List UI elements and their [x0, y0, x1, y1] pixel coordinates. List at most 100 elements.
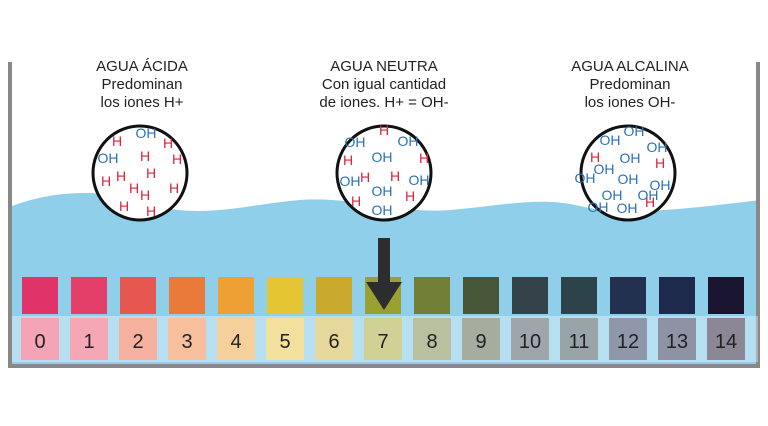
oh-ion-label: OH — [372, 183, 393, 199]
h-ion-label: H — [146, 203, 156, 219]
h-ion-label: H — [360, 169, 370, 185]
h-ion-label: H — [343, 152, 353, 168]
ph-strip-13 — [659, 277, 695, 314]
alkaline-title: AGUA ALCALINA — [571, 58, 689, 75]
ph-strip-11 — [561, 277, 597, 314]
ph-cell-13 — [658, 318, 696, 360]
neutral-line2: Con igual cantidad — [321, 76, 447, 93]
oh-ion-label: OH — [372, 202, 393, 218]
h-ion-label: H — [140, 187, 150, 203]
ph-label-1: 1 — [83, 331, 94, 353]
h-ion-label: H — [419, 150, 429, 166]
ph-cell-9 — [462, 318, 500, 360]
ph-strip-0 — [22, 277, 58, 314]
oh-ion-label: OH — [638, 187, 659, 203]
oh-ion-label: OH — [624, 123, 645, 139]
ph-strip-9 — [463, 277, 499, 314]
ph-label-13: 13 — [666, 331, 688, 353]
ph-strip-2 — [120, 277, 156, 314]
ph-strip-12 — [610, 277, 646, 314]
h-ion-label: H — [169, 180, 179, 196]
ph-cell-8 — [413, 318, 451, 360]
indicator-arrow — [366, 238, 402, 310]
ph-cell-5 — [266, 318, 304, 360]
h-ion-label: H — [379, 122, 389, 138]
h-ion-label: H — [112, 133, 122, 149]
neutral-ion-circle — [335, 124, 433, 222]
ph-strip-10 — [512, 277, 548, 314]
ph-cell-10 — [511, 318, 549, 360]
ph-label-6: 6 — [328, 331, 339, 353]
acid-ion-circle — [91, 124, 189, 222]
alkaline-line3: los iones OH- — [584, 94, 676, 111]
ph-label-3: 3 — [181, 331, 192, 353]
ph-cell-4 — [217, 318, 255, 360]
neutral-line3: de iones. H+ = OH- — [319, 94, 449, 111]
oh-ion-label: OH — [588, 199, 609, 215]
header-alkaline: AGUA ALCALINA Predominan los iones OH- — [530, 58, 730, 112]
ph-label-9: 9 — [475, 331, 486, 353]
ph-cell-14 — [707, 318, 745, 360]
ph-label-4: 4 — [230, 331, 241, 353]
h-ion-label: H — [140, 148, 150, 164]
ph-strip-1 — [71, 277, 107, 314]
ph-strip-8 — [414, 277, 450, 314]
ph-cell-6 — [315, 318, 353, 360]
ph-cell-12 — [609, 318, 647, 360]
ph-label-10: 10 — [519, 331, 541, 353]
ph-label-7: 7 — [377, 331, 388, 353]
ph-strip-6 — [316, 277, 352, 314]
h-ion-label: H — [146, 165, 156, 181]
ph-cell-1 — [70, 318, 108, 360]
h-ion-label: H — [116, 168, 126, 184]
neutral-title: AGUA NEUTRA — [330, 58, 438, 75]
ph-strip-4 — [218, 277, 254, 314]
ph-label-0: 0 — [34, 331, 45, 353]
h-ion-label: H — [655, 155, 665, 171]
acid-line3: los iones H+ — [100, 94, 184, 111]
h-ion-label: H — [119, 198, 129, 214]
oh-ion-label: OH — [340, 173, 361, 189]
oh-ion-label: OH — [345, 134, 366, 150]
h-ion-label: H — [351, 193, 361, 209]
ph-label-5: 5 — [279, 331, 290, 353]
ph-color-strips — [22, 277, 744, 314]
ph-cell-0 — [21, 318, 59, 360]
acid-title: AGUA ÁCIDA — [96, 58, 188, 75]
h-ion-label: H — [405, 188, 415, 204]
h-ion-label: H — [129, 180, 139, 196]
oh-ion-label: OH — [600, 132, 621, 148]
ph-cell-3 — [168, 318, 206, 360]
h-ion-label: H — [590, 149, 600, 165]
alkaline-line2: Predominan — [589, 76, 671, 93]
oh-ion-label: OH — [618, 171, 639, 187]
ph-label-8: 8 — [426, 331, 437, 353]
oh-ion-label: OH — [575, 170, 596, 186]
ph-cell-7 — [364, 318, 402, 360]
ph-label-11: 11 — [569, 331, 590, 353]
oh-ion-label: OH — [602, 187, 623, 203]
oh-ion-label: OH — [409, 172, 430, 188]
oh-ion-label: OH — [617, 200, 638, 216]
oh-ion-label: OH — [647, 139, 668, 155]
acid-line2: Predominan — [101, 76, 183, 93]
ph-strip-14 — [708, 277, 744, 314]
h-ion-label: H — [101, 173, 111, 189]
ph-label-14: 14 — [715, 331, 737, 353]
header-neutral: AGUA NEUTRA Con igual cantidad de iones.… — [284, 58, 484, 112]
ph-strip-5 — [267, 277, 303, 314]
oh-ion-label: OH — [372, 149, 393, 165]
alkaline-ion-circle — [579, 124, 677, 222]
ph-label-2: 2 — [132, 331, 143, 353]
h-ion-label: H — [645, 194, 655, 210]
h-ion-label: H — [172, 151, 182, 167]
ph-label-12: 12 — [617, 331, 639, 353]
ph-strip-3 — [169, 277, 205, 314]
oh-ion-label: OH — [594, 161, 615, 177]
oh-ion-label: OH — [398, 133, 419, 149]
ph-cell-11 — [560, 318, 598, 360]
oh-ion-label: OH — [650, 177, 671, 193]
ph-cell-2 — [119, 318, 157, 360]
